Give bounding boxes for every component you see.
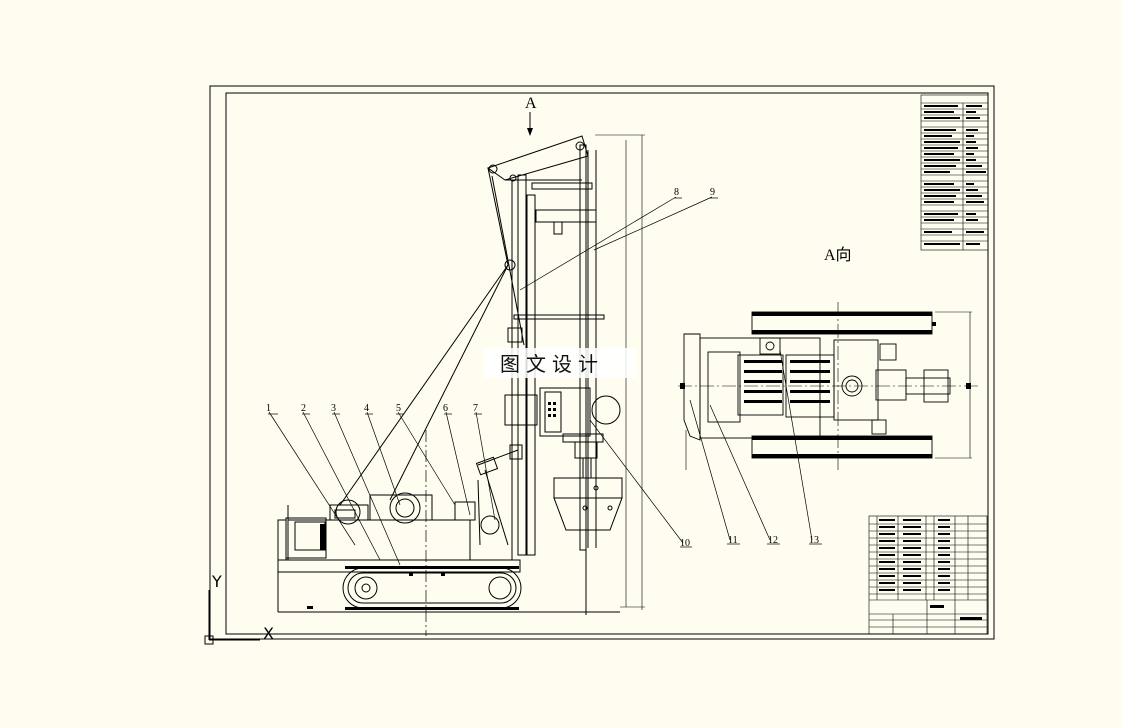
parameter-table — [920, 94, 989, 251]
callout-2: 2 — [301, 403, 306, 414]
callout-10: 10 — [680, 538, 690, 549]
watermark-text: 图文设计 — [500, 352, 604, 376]
axis-y-label: Y — [211, 572, 222, 591]
callout-numbers: 1 2 3 4 5 6 7 8 9 10 11 12 13 — [266, 187, 819, 549]
callout-7: 7 — [473, 403, 478, 414]
view-arrow-a — [527, 112, 533, 136]
axis-x-label: X — [263, 624, 274, 643]
callout-6: 6 — [443, 403, 448, 414]
view-label-top: A — [525, 95, 537, 112]
callout-1: 1 — [266, 403, 271, 414]
track-links — [307, 402, 556, 610]
callout-12: 12 — [768, 535, 778, 546]
ucs-icon — [204, 590, 260, 645]
drawing-frame — [209, 85, 995, 640]
callout-5: 5 — [396, 403, 401, 414]
view-label-a: A向 — [824, 246, 852, 264]
watermark: 图文设计 — [484, 348, 636, 378]
side-view-machine — [277, 134, 645, 636]
callout-8: 8 — [674, 187, 679, 198]
callout-13: 13 — [809, 535, 819, 546]
callout-3: 3 — [331, 403, 336, 414]
top-view-track-links — [680, 312, 971, 458]
top-view-machine — [678, 302, 980, 470]
callout-4: 4 — [364, 403, 369, 414]
title-block — [868, 515, 988, 635]
parameter-table-fill — [924, 105, 986, 245]
callout-11: 11 — [728, 535, 738, 546]
title-block-fill — [879, 519, 982, 620]
callout-9: 9 — [710, 187, 715, 198]
callout-leaders — [268, 196, 822, 566]
